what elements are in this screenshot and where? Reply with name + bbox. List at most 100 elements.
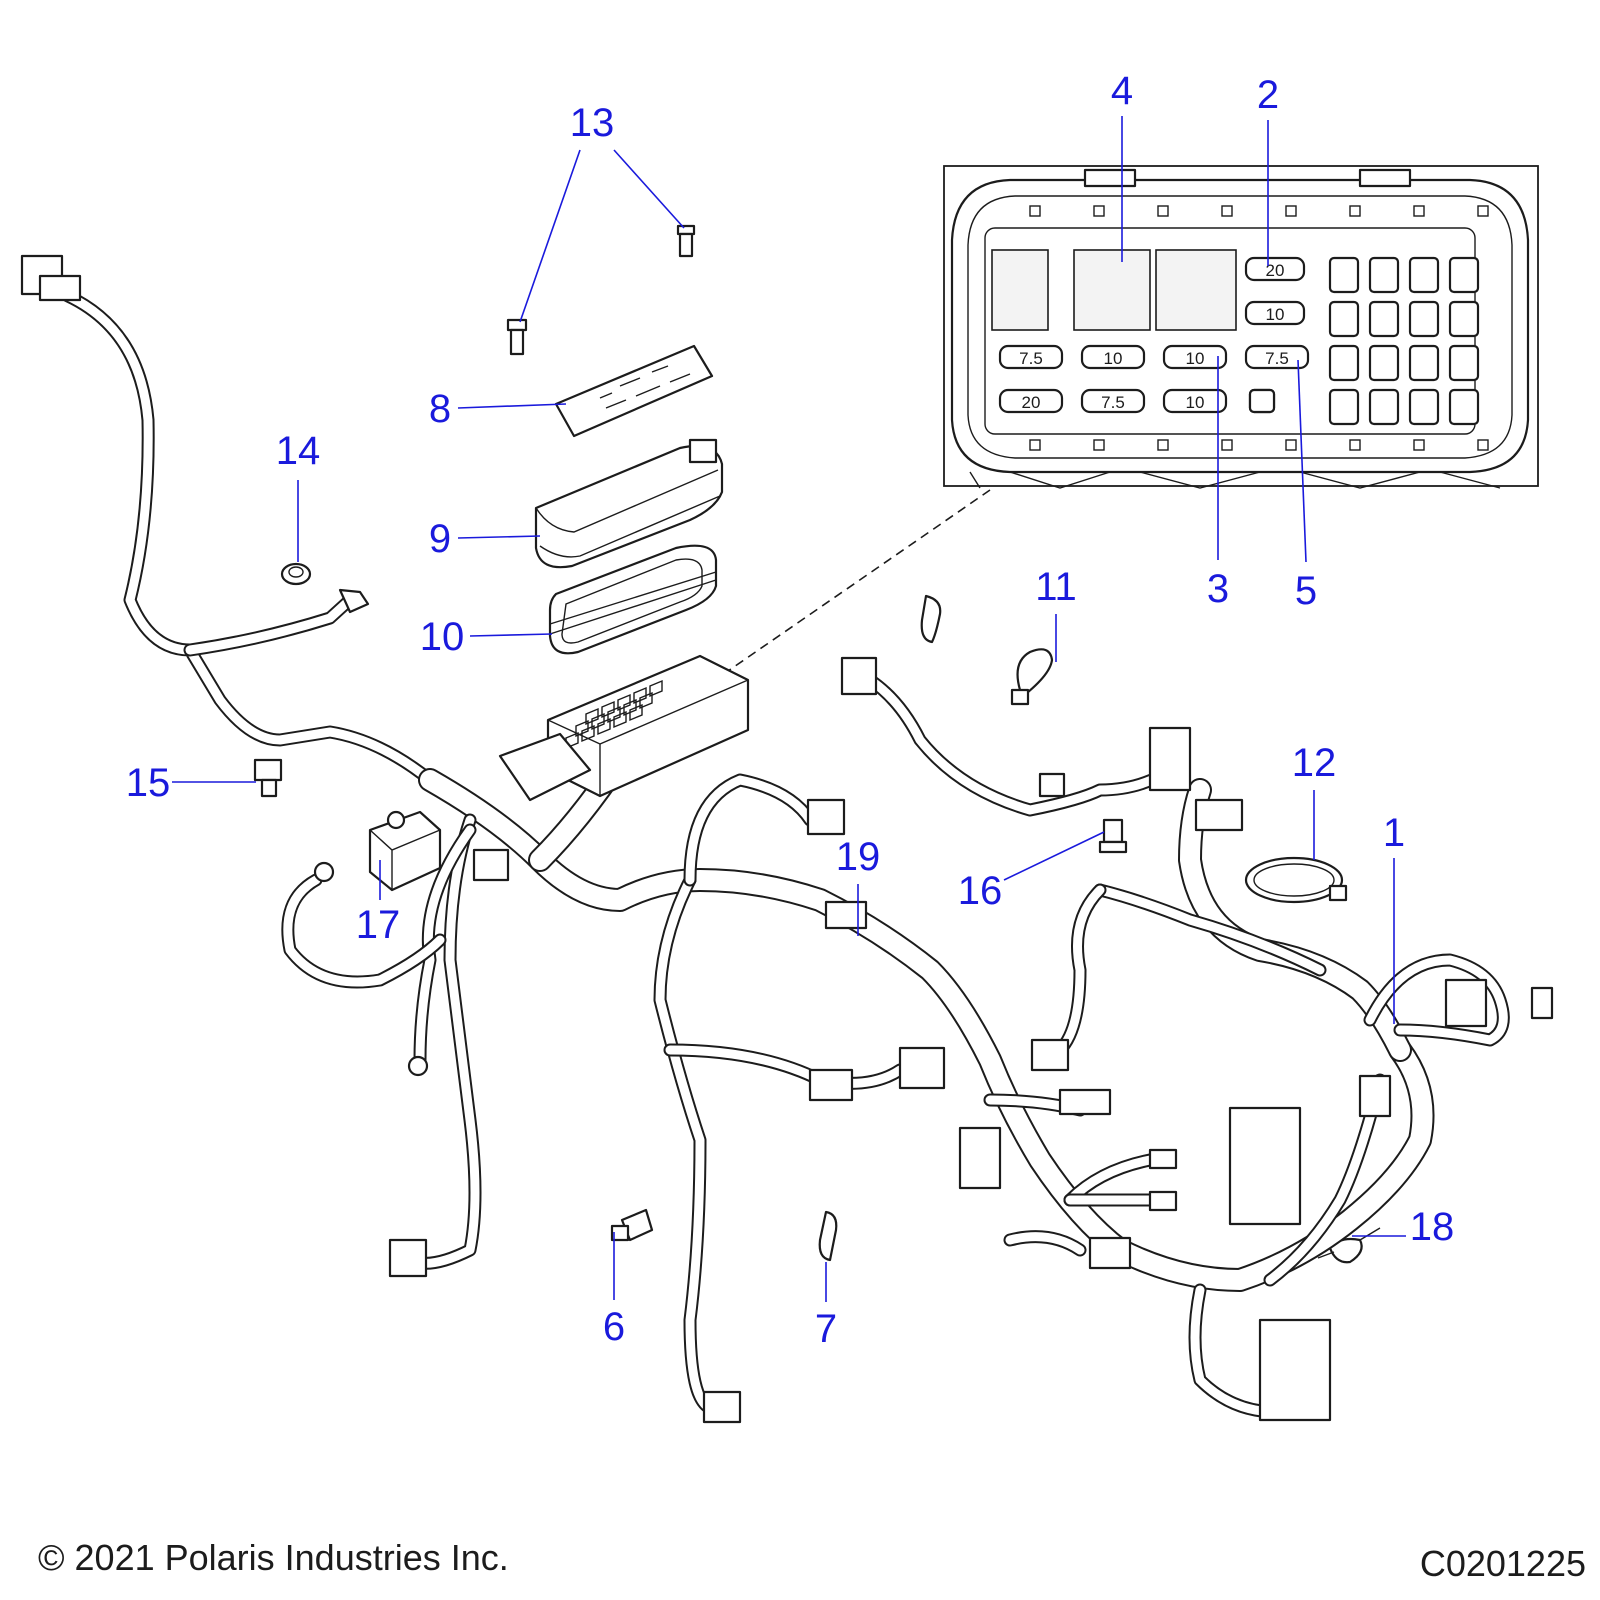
fuse-box-cell bbox=[629, 703, 643, 722]
connector bbox=[472, 848, 510, 882]
cable-tie-part bbox=[818, 1210, 838, 1262]
fuse-box-cell bbox=[649, 679, 663, 698]
bolt-part bbox=[506, 318, 528, 356]
connector bbox=[1030, 1038, 1070, 1072]
callouts: 4 2 3 5 13 8 9 10 14 15 17 11 12 1 16 19 bbox=[126, 69, 1455, 1351]
relay-slot bbox=[991, 249, 1049, 331]
fuse-box-gasket bbox=[548, 544, 718, 655]
fuse-box-mount bbox=[498, 732, 592, 802]
housing-mark bbox=[1477, 205, 1489, 217]
fuse-rating-label: 7.5 bbox=[1019, 349, 1043, 368]
fuse-10-c: 10 bbox=[1162, 344, 1228, 370]
fuse-box-cell bbox=[585, 707, 599, 726]
grommet-part bbox=[280, 562, 312, 586]
push-clip-part bbox=[610, 1208, 654, 1242]
relay-slot bbox=[1155, 249, 1237, 331]
connector bbox=[1148, 726, 1192, 792]
callout-7: 7 bbox=[815, 1307, 837, 1351]
fuse-10-b: 10 bbox=[1080, 344, 1146, 370]
callout-11: 11 bbox=[1035, 565, 1077, 609]
fuse-slot bbox=[1368, 344, 1400, 382]
fuse-7-5-a: 7.5 bbox=[998, 344, 1064, 370]
connector bbox=[1194, 798, 1244, 832]
connector bbox=[1358, 1074, 1392, 1118]
connector bbox=[1058, 1088, 1112, 1116]
housing-mark bbox=[1285, 205, 1297, 217]
housing-mark bbox=[1285, 439, 1297, 451]
fuse-rating-label: 7.5 bbox=[1101, 393, 1125, 412]
connector bbox=[840, 656, 878, 696]
fuse-slot bbox=[1448, 300, 1480, 338]
ground-ring-terminal bbox=[407, 1055, 429, 1077]
housing-mark bbox=[1093, 205, 1105, 217]
fuse-slot bbox=[1408, 256, 1440, 294]
fuse-box-cell bbox=[633, 686, 647, 705]
callout-19: 19 bbox=[836, 835, 881, 879]
fuse-box-assembly bbox=[546, 654, 750, 798]
fuse-box-cell bbox=[639, 691, 653, 710]
callout-16: 16 bbox=[958, 869, 1003, 913]
fuse-rating-label: 10 bbox=[1186, 349, 1205, 368]
callout-12: 12 bbox=[1292, 741, 1337, 785]
push-clip-part bbox=[253, 758, 283, 798]
copyright-text: © 2021 Polaris Industries Inc. bbox=[38, 1537, 509, 1578]
fuse-10-a: 10 bbox=[1244, 300, 1306, 326]
callout-10: 10 bbox=[420, 615, 465, 659]
connector bbox=[1228, 1106, 1302, 1226]
fuse-slot bbox=[1448, 256, 1480, 294]
fuse-rating-label: 10 bbox=[1266, 305, 1285, 324]
fuse-box-cell bbox=[575, 719, 589, 738]
fuse-rating-label: 10 bbox=[1104, 349, 1123, 368]
connector bbox=[898, 1046, 946, 1090]
connector bbox=[20, 254, 82, 302]
fuse-7-5-b: 7.5 bbox=[1244, 344, 1310, 370]
callout-4: 4 bbox=[1111, 69, 1133, 113]
fuse-box-cell bbox=[613, 710, 627, 729]
fuse-slot bbox=[1408, 300, 1440, 338]
connector bbox=[702, 1390, 742, 1424]
fuse-rating-label: 20 bbox=[1022, 393, 1041, 412]
fuse-box-cell bbox=[597, 717, 611, 736]
callout-17: 17 bbox=[356, 903, 401, 947]
drawing-number: C0201225 bbox=[1420, 1543, 1586, 1584]
fuse-10-d: 10 bbox=[1162, 388, 1228, 414]
callout-6: 6 bbox=[603, 1305, 625, 1349]
callout-13: 13 bbox=[570, 101, 615, 145]
fuse-slot bbox=[1328, 388, 1360, 426]
connector bbox=[1444, 978, 1488, 1028]
callout-3: 3 bbox=[1207, 567, 1229, 611]
callout-8: 8 bbox=[429, 387, 451, 431]
callout-5: 5 bbox=[1295, 569, 1317, 613]
fuse-slot bbox=[1328, 300, 1360, 338]
fuse-slot bbox=[1368, 300, 1400, 338]
connector bbox=[1258, 1318, 1332, 1422]
housing-mark bbox=[1349, 205, 1361, 217]
callout-9: 9 bbox=[429, 517, 451, 561]
fuse-slot bbox=[1448, 344, 1480, 382]
fuse-box-cells bbox=[565, 679, 663, 750]
callout-18: 18 bbox=[1410, 1205, 1455, 1249]
fuse-box-cell bbox=[581, 724, 595, 743]
housing-mark bbox=[1157, 205, 1169, 217]
housing-mark bbox=[1413, 205, 1425, 217]
fuse-slot bbox=[1368, 388, 1400, 426]
housing-mark bbox=[1221, 205, 1233, 217]
decal-text-marks bbox=[599, 365, 691, 409]
fuse-slot bbox=[1408, 344, 1440, 382]
housing-mark bbox=[1029, 205, 1041, 217]
fuse-box-cell bbox=[591, 712, 605, 731]
fuse-20-a: 20 bbox=[1244, 256, 1306, 282]
fuse-slot bbox=[1328, 256, 1360, 294]
cable-tie-part bbox=[1010, 648, 1054, 706]
fuse-box-cell bbox=[617, 693, 631, 712]
callout-1: 1 bbox=[1383, 811, 1405, 855]
harness-clip bbox=[1098, 818, 1128, 854]
housing-mark bbox=[1477, 439, 1489, 451]
fuse-box-cell bbox=[607, 705, 621, 724]
relay-slot bbox=[1073, 249, 1151, 331]
connector bbox=[1148, 1148, 1178, 1212]
fuse-box-cover bbox=[534, 438, 724, 569]
fuse-7-5-c: 7.5 bbox=[1080, 388, 1146, 414]
housing-mark bbox=[1157, 439, 1169, 451]
